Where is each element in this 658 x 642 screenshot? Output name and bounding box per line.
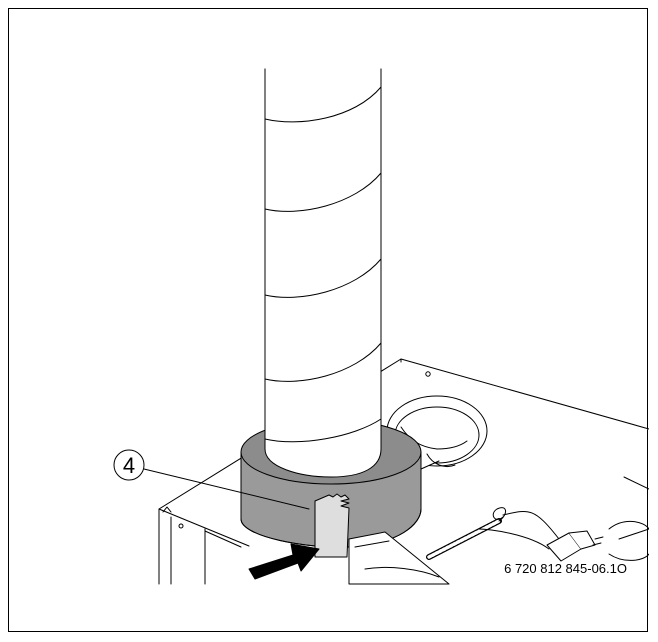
figure-code: 6 720 812 845-06.1O [504,561,627,576]
tape-strip [314,493,350,558]
housing-screw [178,523,184,529]
control-box [348,531,450,585]
flue-pipe-illustration: 4 [113,68,649,585]
housing-screw [425,371,431,377]
cable-spring-icon [426,507,506,560]
power-plug-icon [546,530,604,562]
figure-frame: 4 6 720 812 845-06.1O [8,8,649,632]
push-arrow-icon [248,543,320,580]
callout-4 [113,449,310,510]
socket-outline [608,521,649,561]
flue-pipe [264,68,382,478]
callout-label: 4 [123,453,135,478]
